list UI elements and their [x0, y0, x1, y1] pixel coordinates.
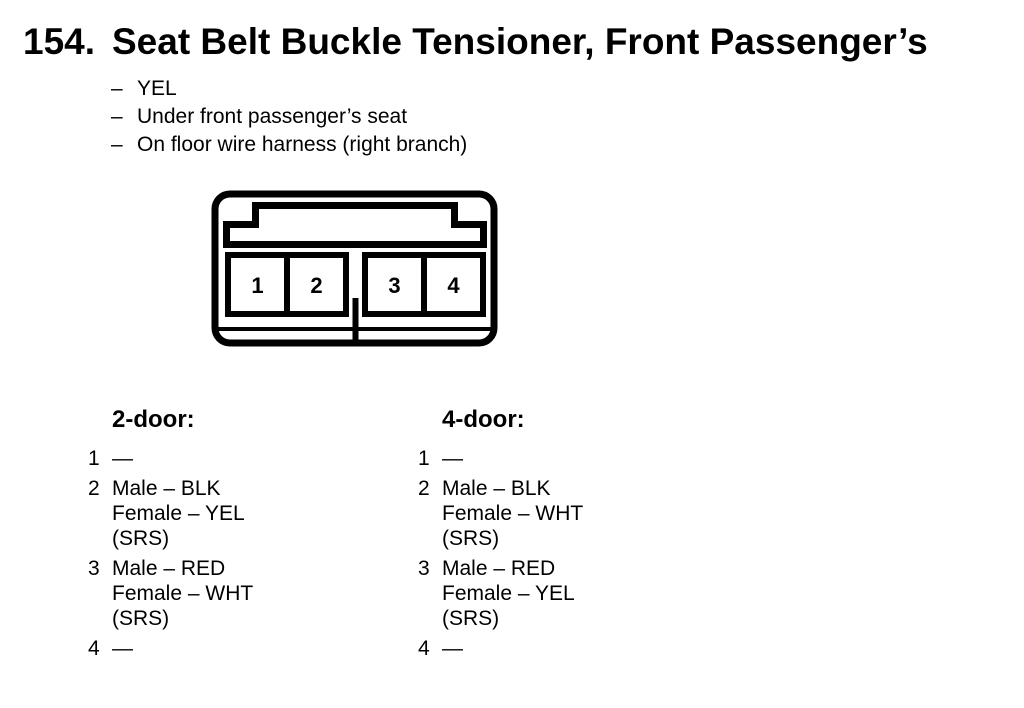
pin-list-2-door: 1 — 2 Male – BLK Female – YEL (SRS) 3 Ma… [88, 446, 398, 661]
wire-line: (SRS) [442, 607, 500, 630]
pin-row-4: 4 — [418, 636, 728, 661]
pin-number-2: 2 [310, 273, 322, 298]
wire-line: — [112, 637, 133, 660]
pin-row-1: 1 — [418, 446, 728, 471]
wire-line: — [442, 637, 463, 660]
note-line: – Under front passenger’s seat [111, 103, 467, 131]
pin-number-3: 3 [388, 273, 400, 298]
item-number: 154. [23, 21, 96, 62]
page-title: Seat Belt Buckle Tensioner, Front Passen… [112, 21, 928, 62]
pin-row-3: 3 Male – RED Female – WHT (SRS) [88, 556, 398, 631]
pin-cavity-4 [421, 252, 486, 317]
page-header: 154. Seat Belt Buckle Tensioner, Front P… [23, 21, 928, 63]
wire-line: Male – RED [112, 557, 226, 580]
variant-2-door-label: 2-door: [112, 406, 195, 433]
pin-row-number: 1 [418, 447, 430, 470]
variant-4-door: 4-door: 1 — 2 Male – BLK Female – WHT (S… [418, 406, 728, 666]
pin-row-wires: — [442, 636, 463, 661]
wire-line: (SRS) [112, 527, 170, 550]
pin-number-1: 1 [251, 273, 263, 298]
note-text: YEL [137, 77, 177, 100]
pin-row-wires: — [112, 636, 133, 661]
pin-cavity-3 [362, 252, 427, 317]
connector-key-rib [223, 202, 487, 248]
component-notes: – YEL – Under front passenger’s seat – O… [111, 75, 467, 159]
variant-2-door: 2-door: 1 — 2 Male – BLK Female – YEL (S… [88, 406, 398, 666]
wire-line: Female – YEL [442, 582, 575, 605]
pin-row-number: 2 [418, 477, 430, 500]
note-dash: – [111, 105, 123, 128]
wire-line: Female – WHT [442, 502, 584, 525]
wire-line: — [442, 447, 463, 470]
note-dash: – [111, 133, 123, 156]
pin-row-wires: — [442, 446, 463, 471]
pin-row-wires: Male – RED Female – WHT (SRS) [112, 556, 253, 631]
wire-line: Male – BLK [112, 477, 221, 500]
pin-row-2: 2 Male – BLK Female – YEL (SRS) [88, 476, 398, 551]
pin-row-number: 4 [88, 637, 100, 660]
pin-row-number: 3 [88, 557, 100, 580]
pin-row-number: 2 [88, 477, 100, 500]
pin-cavity-2 [284, 252, 349, 317]
pin-number-4: 4 [447, 273, 460, 298]
note-dash: – [111, 77, 123, 100]
wire-line: (SRS) [442, 527, 500, 550]
pin-list-4-door: 1 — 2 Male – BLK Female – WHT (SRS) 3 Ma… [418, 446, 728, 661]
wire-line: Female – WHT [112, 582, 254, 605]
wire-line: — [112, 447, 133, 470]
note-text: Under front passenger’s seat [137, 105, 408, 128]
wire-line: Male – RED [442, 557, 556, 580]
pin-row-number: 4 [418, 637, 430, 660]
pin-row-wires: Male – RED Female – YEL (SRS) [442, 556, 575, 631]
pin-row-wires: — [112, 446, 133, 471]
pin-row-1: 1 — [88, 446, 398, 471]
pin-row-number: 1 [88, 447, 100, 470]
connector-diagram: 1 2 3 4 [209, 190, 499, 350]
pin-row-3: 3 Male – RED Female – YEL (SRS) [418, 556, 728, 631]
note-text: On floor wire harness (right branch) [137, 133, 468, 156]
note-line: – YEL [111, 75, 467, 103]
pin-row-wires: Male – BLK Female – YEL (SRS) [112, 476, 245, 551]
note-line: – On floor wire harness (right branch) [111, 131, 467, 159]
wire-line: Female – YEL [112, 502, 245, 525]
pin-row-wires: Male – BLK Female – WHT (SRS) [442, 476, 583, 551]
pin-row-2: 2 Male – BLK Female – WHT (SRS) [418, 476, 728, 551]
pin-row-number: 3 [418, 557, 430, 580]
wire-line: Male – BLK [442, 477, 551, 500]
variant-4-door-label: 4-door: [442, 406, 525, 433]
pin-row-4: 4 — [88, 636, 398, 661]
wire-line: (SRS) [112, 607, 170, 630]
